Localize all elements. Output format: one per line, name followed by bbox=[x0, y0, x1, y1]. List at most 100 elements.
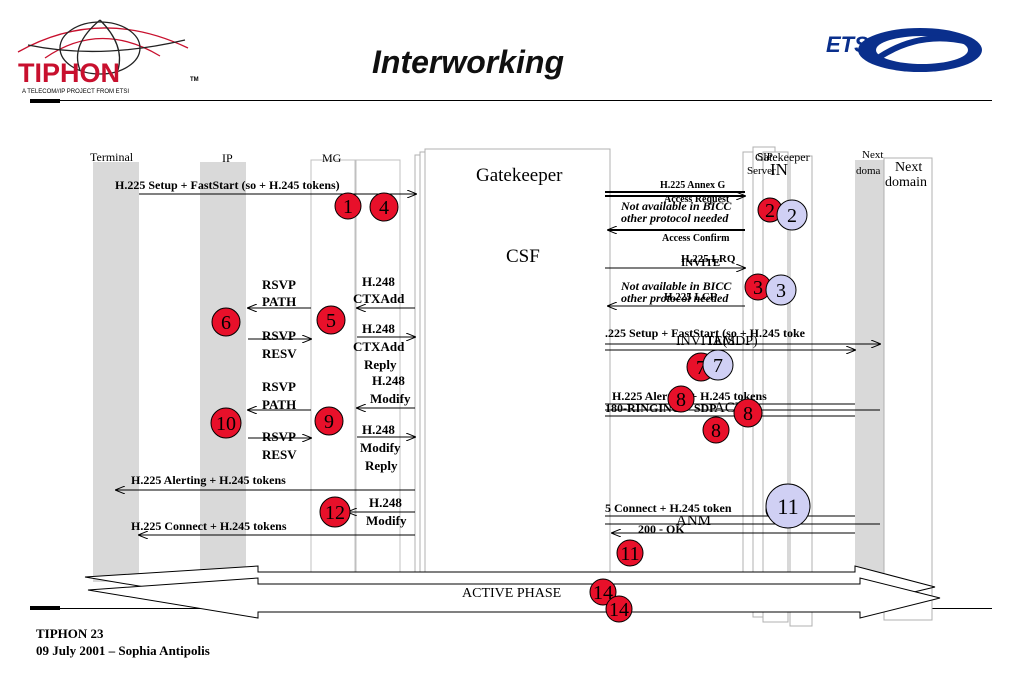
svg-text:11: 11 bbox=[777, 494, 798, 519]
msg-iam: IAM bbox=[708, 334, 736, 349]
step-circle-11c: 11 bbox=[616, 539, 644, 567]
svg-text:7: 7 bbox=[713, 355, 723, 377]
msg-h225-connect-left: H.225 Connect + H.245 tokens bbox=[131, 519, 287, 533]
svg-text:11: 11 bbox=[620, 543, 639, 565]
gatekeeper2-label: Gatekeeper bbox=[755, 150, 810, 164]
svg-text:2: 2 bbox=[787, 205, 797, 227]
msg-h248-modrep-a: H.248 bbox=[362, 422, 395, 437]
gatekeeper-label: Gatekeeper bbox=[476, 165, 563, 186]
step-circle-8c: 8 bbox=[702, 416, 730, 444]
mg-label: MG bbox=[322, 151, 342, 165]
svg-text:5: 5 bbox=[326, 310, 336, 332]
msg-anm: ANM bbox=[676, 513, 711, 529]
step-circle-5: 5 bbox=[316, 305, 346, 335]
step-circle-1: 1 bbox=[334, 192, 362, 220]
next-domain-label-2a: Next bbox=[895, 160, 922, 175]
msg-h225-lcf: H.225 LCF bbox=[664, 291, 717, 303]
msg-invite-sdp: INVITE(SDP) bbox=[676, 334, 758, 349]
step-circle-8b: 8 bbox=[733, 398, 763, 428]
step-circle-9: 9 bbox=[314, 406, 344, 436]
msg-h248-modify-a: H.248 bbox=[372, 373, 405, 388]
step-circle-7b: 7 bbox=[702, 349, 734, 381]
logo-tm: TM bbox=[190, 77, 199, 83]
msg-h225-lrq: H.225 LRQ bbox=[681, 253, 736, 265]
svg-text:8: 8 bbox=[676, 389, 686, 411]
msg-h248-reply-b: CTXAdd bbox=[353, 339, 405, 354]
step-circle-12: 12 bbox=[319, 496, 351, 528]
tiphon-logo: TIPHON TM A TELECOM//IP PROJECT FROM ETS… bbox=[17, 19, 199, 95]
step-circle-3b: 3 bbox=[765, 274, 797, 306]
in-label: IN bbox=[770, 160, 788, 179]
msg-rsvp-path-1a: RSVP bbox=[262, 277, 296, 292]
msg-access-confirm: Access Confirm bbox=[662, 233, 730, 244]
sip-server-label-1: SIP bbox=[757, 151, 773, 163]
step-circle-14b: 14 bbox=[605, 595, 633, 623]
msg-rsvp-path-2a: RSVP bbox=[262, 379, 296, 394]
sip-server-label-2: Server bbox=[747, 165, 776, 177]
step-circle-4: 4 bbox=[369, 192, 399, 222]
next-domain-label-2b: domain bbox=[885, 175, 927, 190]
msg-setup-faststart: H.225 Setup + FastStart (so + H.245 toke… bbox=[115, 178, 340, 192]
gatekeeper-panel-front bbox=[424, 148, 611, 610]
msg-h248-modify-b: Modify bbox=[370, 391, 411, 406]
msg-access-request: Access Request bbox=[664, 194, 730, 205]
svg-text:12: 12 bbox=[325, 502, 345, 524]
msg-not-available-2a: Not available in BICC bbox=[620, 279, 732, 293]
msg-h248-modify2-b: Modify bbox=[366, 513, 407, 528]
gatekeeper2-panel bbox=[762, 151, 789, 623]
active-phase-arrow-2 bbox=[87, 577, 941, 619]
logo-text: TIPHON bbox=[18, 58, 120, 88]
etsi-logo: ETSI bbox=[826, 28, 982, 72]
msg-h248-modrep-b: Modify bbox=[360, 440, 401, 455]
globe-icon bbox=[17, 19, 189, 75]
msg-200-ok: 200 - OK bbox=[638, 522, 685, 536]
step-circle-8a: 8 bbox=[667, 385, 695, 413]
next-domain-label-1b: doma bbox=[856, 165, 881, 177]
msg-not-available-1b: other protocol needed bbox=[621, 211, 729, 225]
etsi-swoosh-icon bbox=[858, 28, 982, 72]
svg-text:3: 3 bbox=[776, 280, 786, 302]
msg-rsvp-path-2b: PATH bbox=[262, 397, 296, 412]
terminal-lifeline bbox=[93, 162, 139, 582]
msg-h248-reply-c: Reply bbox=[364, 357, 397, 372]
page-title: Interworking bbox=[372, 44, 565, 80]
svg-text:1: 1 bbox=[343, 196, 353, 218]
msg-h225-alerting-left: H.225 Alerting + H.245 tokens bbox=[131, 473, 286, 487]
msg-setup-faststart-right: .225 Setup + FastStart (so + H.245 toke bbox=[605, 326, 806, 340]
msg-rsvp-resv-1b: RESV bbox=[262, 346, 297, 361]
svg-text:6: 6 bbox=[221, 312, 231, 334]
svg-text:4: 4 bbox=[379, 197, 389, 219]
active-phase-arrows: ACTIVE PHASE bbox=[84, 565, 941, 619]
msg-rsvp-resv-1a: RSVP bbox=[262, 328, 296, 343]
footer-date: 09 July 2001 – Sophia Antipolis bbox=[36, 643, 210, 658]
msg-invite: INVITE bbox=[681, 257, 720, 269]
msg-rsvp-resv-2a: RSVP bbox=[262, 429, 296, 444]
step-circle-2b: 2 bbox=[776, 199, 808, 231]
svg-text:8: 8 bbox=[743, 403, 753, 425]
msg-h248-modrep-c: Reply bbox=[365, 458, 398, 473]
csf-label: CSF bbox=[506, 246, 540, 267]
footer-event: TIPHON 23 bbox=[36, 626, 104, 641]
ip-lifeline bbox=[200, 162, 246, 582]
msg-not-available-1a: Not available in BICC bbox=[620, 199, 732, 213]
msg-connect-right: 5 Connect + H.245 token bbox=[605, 501, 732, 515]
msg-h248-modify2-a: H.248 bbox=[369, 495, 402, 510]
msg-h248-reply-a: H.248 bbox=[362, 321, 395, 336]
svg-text:14: 14 bbox=[609, 599, 629, 621]
svg-text:9: 9 bbox=[324, 411, 334, 433]
step-circle-10: 10 bbox=[210, 407, 242, 439]
step-circle-14a: 14 bbox=[589, 578, 617, 606]
svg-text:3: 3 bbox=[753, 277, 763, 299]
next-domain-label-1a: Next bbox=[862, 149, 883, 161]
svg-text:14: 14 bbox=[593, 582, 613, 604]
svg-text:8: 8 bbox=[711, 420, 721, 442]
active-phase-label: ACTIVE PHASE bbox=[462, 586, 561, 601]
terminal-label: Terminal bbox=[90, 150, 134, 164]
svg-text:7: 7 bbox=[696, 357, 706, 379]
msg-h248-ctxadd-b: CTXAdd bbox=[353, 291, 405, 306]
svg-text:2: 2 bbox=[765, 200, 775, 222]
header-rule-accent bbox=[30, 99, 60, 103]
next-domain-lifeline-1 bbox=[855, 160, 885, 610]
footer-rule-accent bbox=[30, 606, 60, 610]
